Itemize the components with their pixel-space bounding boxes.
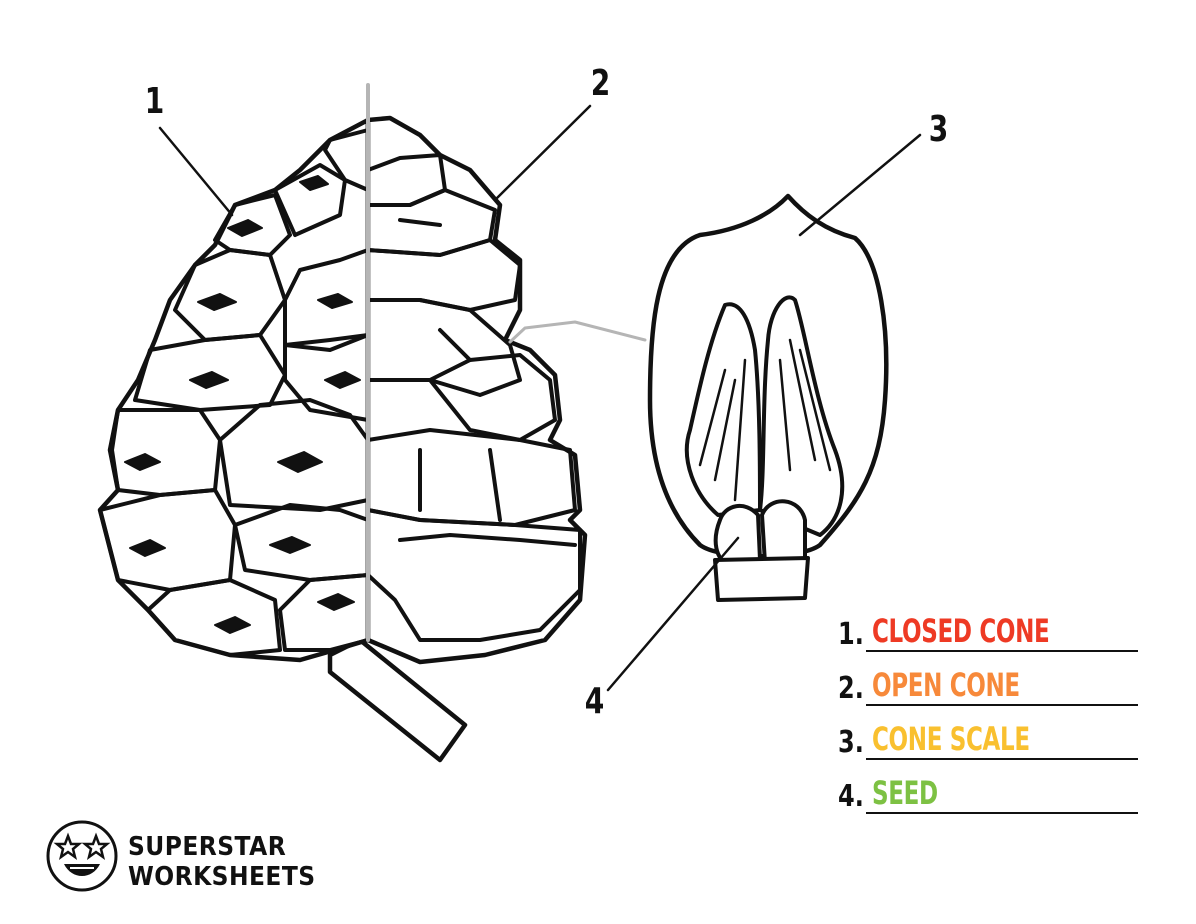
seeds: [713, 499, 810, 602]
answer-text-cone-scale: CONE SCALE: [872, 720, 1030, 758]
answer-line: [866, 812, 1138, 814]
smiley-star-icon: [46, 820, 118, 892]
answer-number: 2.: [838, 671, 864, 706]
leader-lines: [158, 104, 922, 692]
answer-text-closed-cone: CLOSED CONE: [872, 612, 1050, 650]
answer-row-1: 1. CLOSED CONE: [838, 612, 1138, 658]
answer-line: [866, 758, 1138, 760]
answer-line: [866, 650, 1138, 652]
answer-row-2: 2. OPEN CONE: [838, 666, 1138, 712]
seed-wings: [684, 295, 845, 537]
answer-number: 1.: [838, 617, 864, 652]
brand-name-line-1: SUPERSTAR: [128, 832, 287, 862]
brand-name-line-2: WORKSHEETS: [128, 862, 316, 892]
brand-logo: SUPERSTAR WORKSHEETS: [44, 818, 324, 898]
callout-label-3: 3: [928, 109, 949, 150]
answer-row-4: 4. SEED: [838, 774, 1138, 820]
callout-label-4: 4: [584, 681, 605, 722]
answer-text-open-cone: OPEN CONE: [872, 666, 1020, 704]
scale-tips: [124, 175, 361, 634]
callout-label-1: 1: [144, 81, 165, 122]
answer-number: 3.: [838, 725, 864, 760]
answer-row-3: 3. CONE SCALE: [838, 720, 1138, 766]
answer-text-seed: SEED: [872, 774, 938, 812]
answer-line: [866, 704, 1138, 706]
callout-label-2: 2: [590, 63, 611, 104]
answer-number: 4.: [838, 779, 864, 814]
open-cone-scales: [366, 153, 582, 642]
connector-line: [508, 320, 647, 344]
